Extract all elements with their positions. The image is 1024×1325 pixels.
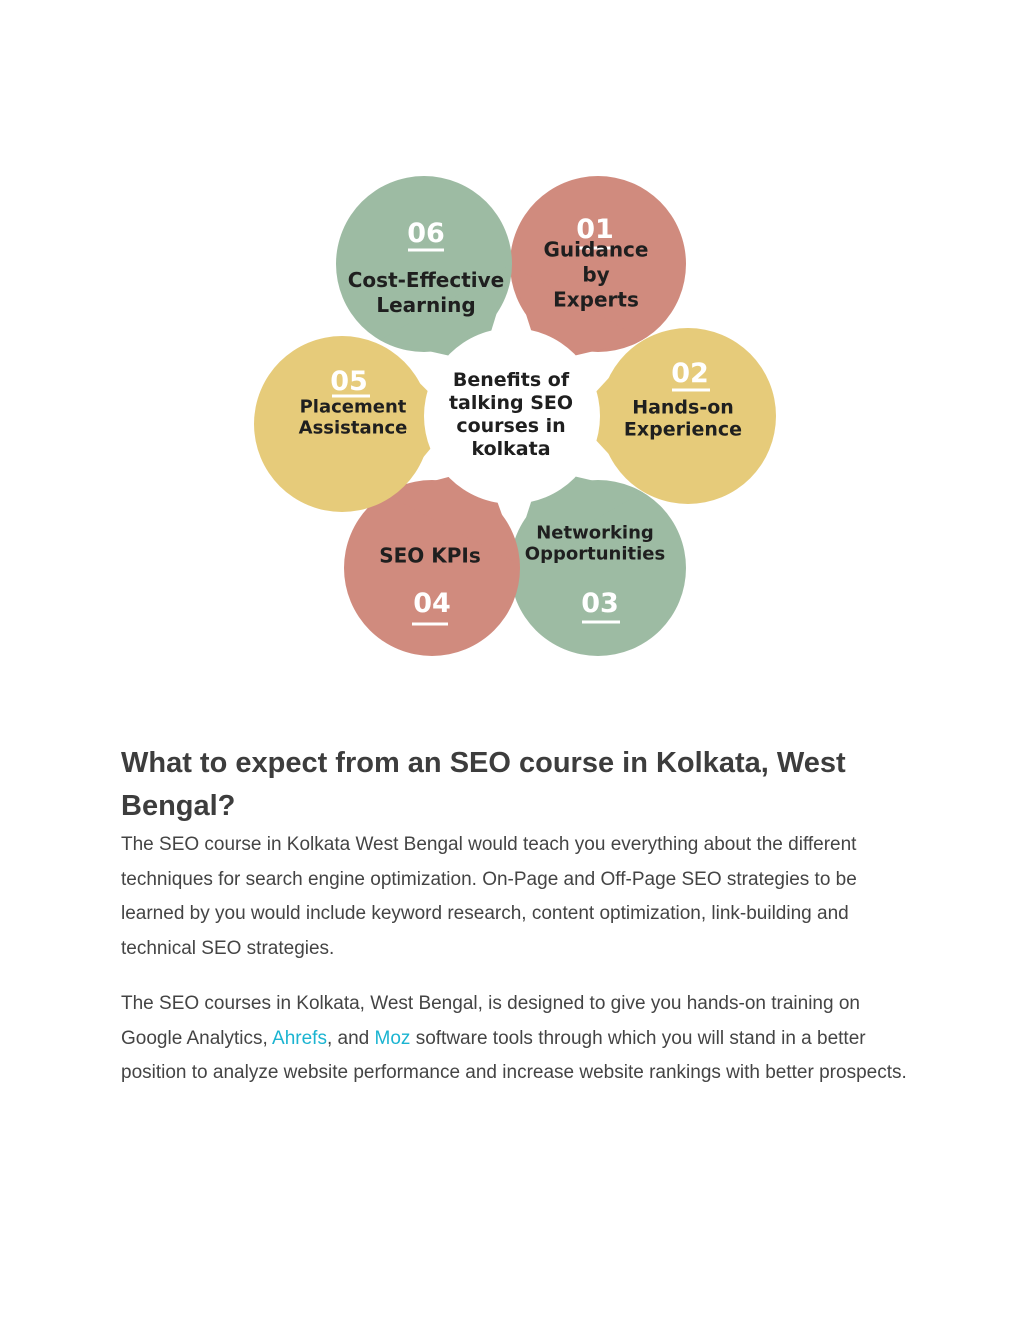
center-label: Benefits of [453,369,570,391]
petal-02-tip [573,339,645,493]
paragraph-1: The SEO course in Kolkata West Bengal wo… [121,834,857,960]
petal-02-label: Hands-on [632,397,734,419]
moz-link[interactable]: Moz [374,1027,411,1049]
center-label: kolkata [471,438,550,460]
petal-01-label: Experts [553,288,639,312]
petal-01-label: by [582,263,609,287]
ahrefs-link[interactable]: Ahrefs [272,1027,327,1049]
petal-01-label: Guidance [544,238,649,262]
petal-06-label: Learning [376,293,475,317]
petal-02-number: 02 [671,358,709,389]
center-circle-shape [424,328,600,504]
petal-06-label: Cost-Effective [348,268,504,292]
center-label: courses in [456,415,565,437]
petal-03-number: 03 [581,588,619,619]
petal-05-tip [382,345,456,499]
paragraph-2: The SEO courses in Kolkata, West Bengal,… [121,987,911,1091]
petal-03-label: Opportunities [525,544,665,565]
flower-svg: 01GuidancebyExperts02Hands-onExperience0… [254,176,776,656]
petal-06-number: 06 [407,218,445,249]
petal-03-label: Networking [536,523,654,544]
petal-02-label: Experience [624,419,742,441]
center-label: talking SEO [449,392,573,414]
paragraph-2-middle: , and [326,1027,375,1049]
paragraph-2-after: software tools through which you will st… [121,1027,907,1084]
paragraph-2-before: The SEO courses in Kolkata, West Bengal,… [121,992,860,1049]
article-heading: What to expect from an SEO course in Kol… [121,747,846,822]
article: What to expect from an SEO course in Kol… [121,742,911,1091]
petal-05-label: Placement [300,397,407,418]
petal-05-label: Assistance [299,418,408,439]
petal-01-number: 01 [576,214,614,245]
petal-04-label: SEO KPIs [379,544,481,568]
petal-05-number: 05 [330,366,368,397]
petal-04-number: 04 [413,588,451,619]
